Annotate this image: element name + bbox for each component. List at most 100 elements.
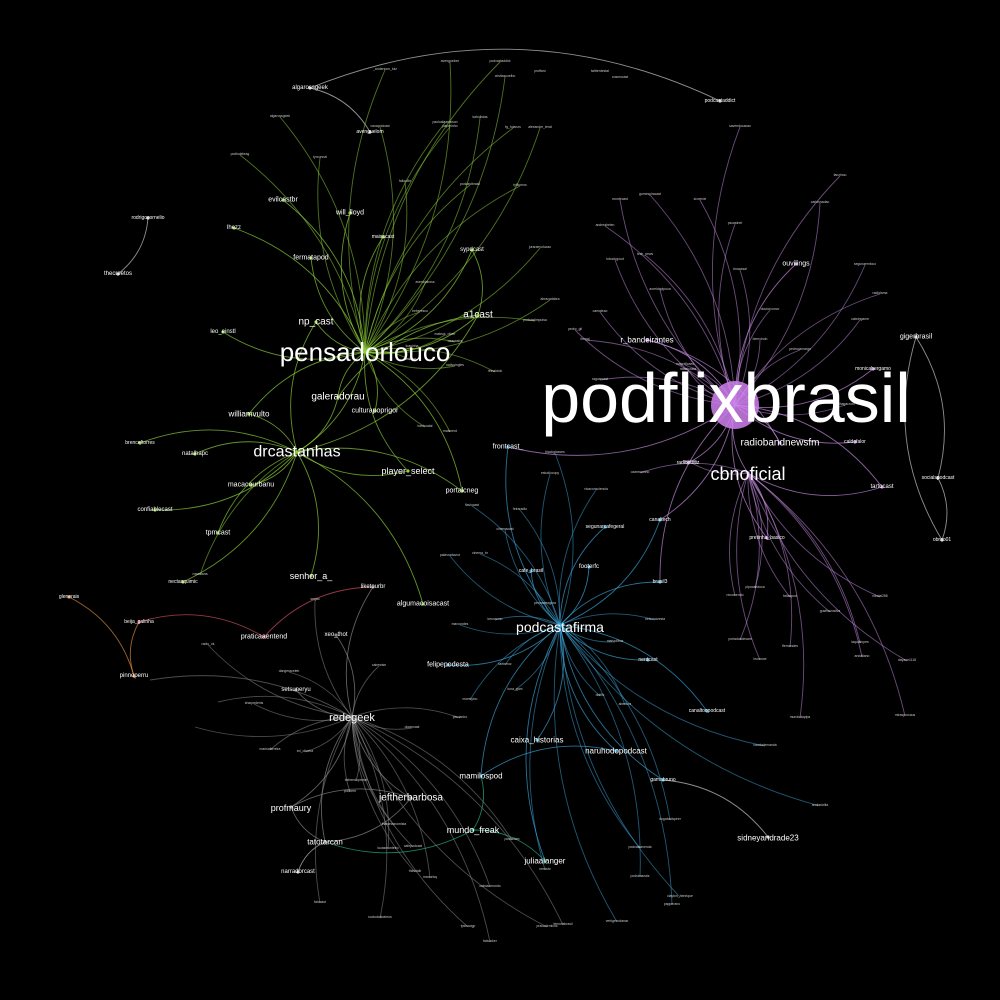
minor-label: mordecast xyxy=(612,197,628,201)
edge-radiobandnewsfm-r_bandeirantes xyxy=(646,339,781,444)
spoke-edge xyxy=(734,202,821,406)
minor-label: abracadabra xyxy=(540,297,559,301)
spoke-edge xyxy=(364,299,551,354)
node-maisacast xyxy=(381,235,385,239)
minor-label: fatocast xyxy=(314,900,326,904)
spoke-edge xyxy=(364,347,496,373)
node-tartocast xyxy=(880,485,884,489)
spoke-edge xyxy=(364,127,514,353)
node-label-sypdcast: sypdcast xyxy=(460,247,484,253)
node-radiosuaiz xyxy=(686,461,690,465)
spoke-edge xyxy=(364,76,506,353)
spoke-edge xyxy=(699,199,741,406)
spoke-edge xyxy=(348,69,386,353)
node-glenerais xyxy=(67,595,71,599)
spoke-edge xyxy=(649,194,736,406)
edge-podcastafirma-canaltech xyxy=(559,519,661,626)
node-r_bandeirantes xyxy=(645,338,649,342)
spoke-edge xyxy=(514,624,561,691)
minor-label: marcondes xyxy=(452,622,469,626)
spoke-edge xyxy=(364,316,536,353)
node-evilcastbr xyxy=(281,198,285,202)
minor-label: lucasmonteiro xyxy=(377,846,398,850)
minor-label: blackglasses xyxy=(545,450,565,454)
node-brasil3 xyxy=(658,580,662,584)
spoke-edge xyxy=(351,716,413,730)
node-obrao01 xyxy=(940,538,944,542)
minor-label: calmaomundo xyxy=(479,884,500,888)
spoke-edge xyxy=(734,175,841,406)
minor-label: tpshowgp xyxy=(461,924,476,928)
spoke-edge xyxy=(559,624,601,697)
spoke-edge xyxy=(314,716,353,904)
minor-label: lhenaj xyxy=(580,337,589,341)
spoke-edge xyxy=(747,472,791,598)
node-label-cbnoficial: cbnoficial xyxy=(710,464,785,484)
edge-drcastanhas-portalcneg xyxy=(296,447,463,492)
node-label-podcastaddict: podcastaddict xyxy=(705,98,736,104)
minor-label: caiwingame xyxy=(851,317,869,321)
minor-label: fatsucker xyxy=(483,939,498,943)
edge-jeftherbarbosa-tatotarcan xyxy=(324,797,412,843)
minor-label: kaholistas xyxy=(472,115,487,119)
minor-label: pracademicos xyxy=(536,924,557,928)
minor-label: pisciantro xyxy=(453,715,468,719)
spoke-edge xyxy=(734,264,866,406)
minor-label: tennnisbrasil xyxy=(553,922,572,926)
minor-label: podcastaddict xyxy=(490,59,511,63)
spoke-edge xyxy=(364,247,541,353)
spoke-edge xyxy=(747,472,831,613)
edge-podcastafirma-mamilospod xyxy=(480,624,561,777)
node-naruhodopodcast xyxy=(614,749,618,753)
minor-label: estudiocopy xyxy=(541,471,559,475)
spoke-edge xyxy=(604,225,736,406)
minor-label: cristiascoelho xyxy=(495,74,516,78)
minor-label: mundodapipa xyxy=(790,715,811,719)
edge-pensadorlouco-leo_einstl xyxy=(222,331,366,360)
edge-mundo_freak-juliaalanger xyxy=(472,829,546,862)
edge-drcastanhas-player_select xyxy=(296,451,409,476)
spoke-edge xyxy=(747,472,805,719)
minor-label: tomboatal xyxy=(418,424,433,428)
node-label-gamabruno: gamabruno xyxy=(650,777,676,783)
node-label-mamilospod: mamilospod xyxy=(459,772,502,781)
minor-label: podcastbrasil xyxy=(460,182,480,186)
edge-redegeek-liketourbr xyxy=(345,586,374,718)
minor-label: papperano xyxy=(664,902,680,906)
spoke-edge xyxy=(559,624,616,643)
node-caixa_historias xyxy=(535,738,539,742)
edge-gigerbrasil-obrao01 xyxy=(904,336,943,541)
minor-label: nerdsbr xyxy=(539,867,551,871)
node-label-canaltech: canaltech xyxy=(649,517,671,523)
minor-label: avenguelom xyxy=(441,59,460,63)
node-label-xeo_thot: xeo_thot xyxy=(324,632,347,638)
minor-label: pennaseagora xyxy=(534,601,556,605)
minor-label: palavradavoz xyxy=(440,553,460,557)
edge-drcastanhas-tpmcast xyxy=(217,451,298,534)
node-podcastaddict xyxy=(718,99,722,103)
node-label-player_select: player_select xyxy=(381,466,435,476)
minor-label: dangeraceleb xyxy=(279,669,300,673)
edge-layer xyxy=(68,48,948,873)
edge-drcastanhas-algumacoisacast xyxy=(296,451,424,605)
minor-label: cinema_br xyxy=(472,551,489,555)
minor-label: tfernandes xyxy=(782,644,798,648)
spoke-edge xyxy=(449,555,561,626)
minor-label: sinhagarzoni xyxy=(835,402,854,406)
minor-label: pedro_gil xyxy=(568,327,582,331)
node-label-praticaaentend: praticaaentend xyxy=(241,634,287,641)
spoke-edge xyxy=(351,716,431,879)
minor-label: mateus_oliver xyxy=(434,332,456,336)
minor-label: podneer xyxy=(344,789,357,793)
edge-sidneyandrade23-gamabruno xyxy=(662,779,769,838)
minor-label: maisnerd xyxy=(443,429,457,433)
spoke-edge xyxy=(364,127,541,353)
node-label-senhor_a_: senhor_a_ xyxy=(290,571,334,581)
edge-drcastanhas-confiablecast xyxy=(154,451,298,511)
node-label-juliaalanger: juliaalanger xyxy=(524,857,566,866)
spoke-edge xyxy=(351,716,395,826)
edge-cbnoficial-pretinha_basico xyxy=(747,472,769,539)
minor-label: radio_ok xyxy=(201,642,214,646)
spoke-edge xyxy=(747,472,906,717)
edge-podcastafirma-felipepodesta xyxy=(447,624,561,666)
